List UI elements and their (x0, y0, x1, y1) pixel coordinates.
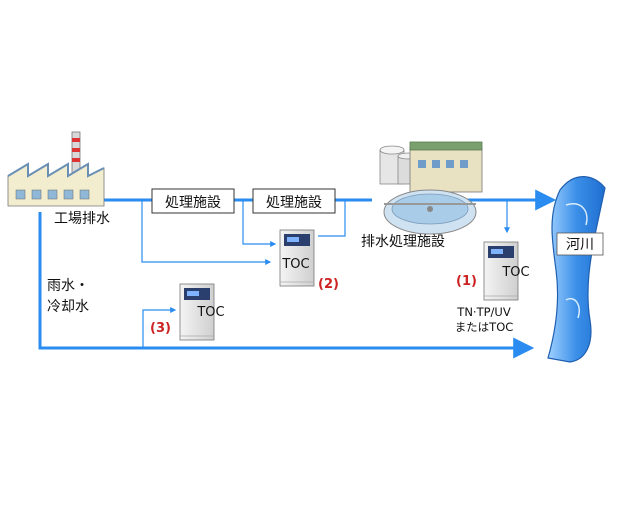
treatment-box-1 (151, 188, 235, 214)
rain-cooling-label-line1: 雨水・ (47, 278, 89, 294)
wastewater-treatment-facility-label: 排水処理施設 (361, 234, 445, 250)
treatment-box-2 (252, 188, 336, 214)
sampling-lines (141, 200, 510, 348)
factory-wastewater-label: 工場排水 (54, 211, 110, 227)
treatment-box-1-label: 処理施設 (165, 195, 221, 211)
analyzer-1-note-line2: またはTOC (455, 320, 514, 334)
analyzer-2-name: TOC (281, 257, 309, 272)
river-icon (547, 176, 606, 363)
treatment-box-2-label: 処理施設 (266, 195, 322, 211)
rain-cooling-label-line2: 冷却水 (47, 299, 89, 315)
analyzer-icon (483, 241, 519, 301)
river-label-box (556, 232, 604, 256)
analyzer-icon (179, 283, 215, 341)
analyzer-1-name: TOC (501, 265, 529, 280)
factory-icon (7, 131, 105, 207)
analyzer-3-marker: (3) (150, 321, 171, 336)
analyzer-3-name: TOC (196, 305, 224, 320)
rain-cooling-flow-line (38, 212, 535, 359)
treatment-plant-icon (379, 141, 483, 235)
analyzer-1-note-line1: TN·TP/UV (456, 305, 511, 319)
analyzer-icon (279, 229, 315, 287)
analyzer-2-marker: (2) (318, 277, 339, 292)
analyzer-1-marker: (1) (456, 274, 477, 289)
river-label: 河川 (566, 237, 594, 253)
